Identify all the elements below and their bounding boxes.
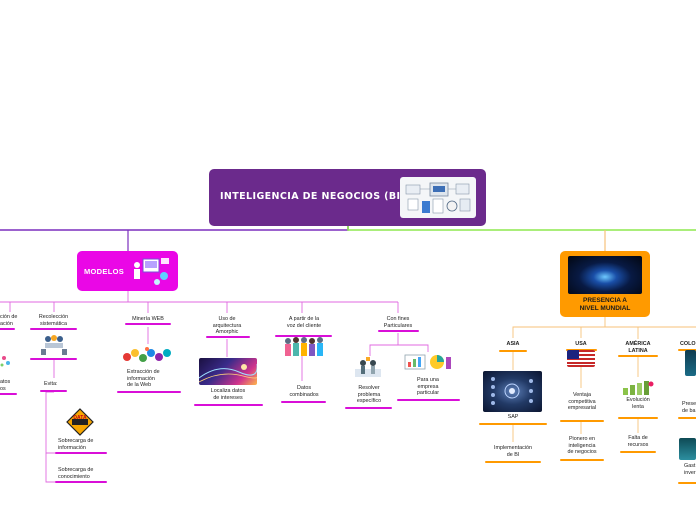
pionero-node[interactable]: Pionero en inteligencia de negocios [567, 436, 597, 456]
sap-node[interactable]: SAP [507, 414, 519, 420]
presencia-partial-node[interactable]: Prese de ba [682, 401, 696, 414]
sap-tech-icon [483, 371, 542, 412]
extraccion-node[interactable]: Extracción de información de la Web [127, 369, 160, 389]
america-latina-node[interactable]: AMÉRICA LATINA [625, 341, 651, 354]
growth-people-icon [621, 379, 655, 396]
voz-cliente-node[interactable]: A partir de la voz del cliente [286, 316, 322, 329]
colombia-node-partial[interactable]: COLO [680, 341, 696, 347]
usa-flag-icon [567, 350, 595, 367]
arquitectura-node[interactable]: Uso de arquitectura Amorphic [212, 316, 242, 336]
presencia-node[interactable]: PRESENCIA A NIVEL MUNDIAL [560, 251, 650, 317]
mineria-web-node[interactable]: Minería WEB [132, 316, 164, 322]
company-charts-icon [403, 352, 453, 374]
falta-recursos-node[interactable]: Falta de recursos [627, 435, 649, 448]
asia-node[interactable]: ASIA [506, 341, 520, 347]
team-meeting-icon [38, 333, 70, 356]
gasto-partial-node[interactable]: Gast inver [684, 463, 696, 476]
partial-image-icon [685, 350, 696, 376]
web-gears-icon [121, 345, 175, 365]
presencia-title: PRESENCIA A NIVEL MUNDIAL [579, 297, 631, 312]
data-badge-text: DATA [73, 415, 87, 421]
root-title: INTELIGENCIA DE NEGOCIOS (BI) [220, 191, 406, 202]
implementacion-bi-node[interactable]: Implementación de BI [493, 445, 533, 458]
evita-node[interactable]: Evita: [44, 381, 58, 387]
usa-node[interactable]: USA [575, 341, 587, 347]
fines-particulares-node[interactable]: Con fines Particulares [383, 316, 413, 329]
ventaja-competitiva-node[interactable]: Ventaja competitiva empresarial [567, 392, 597, 412]
recoleccion-node[interactable]: Recolección sistemática [38, 314, 69, 327]
resolver-problema-node[interactable]: Resolver problema específico [356, 385, 382, 405]
crowd-people-icon [282, 334, 326, 358]
partial-network-icon [0, 354, 12, 368]
analytics-dashboard-icon [400, 177, 476, 218]
data-model-icon [131, 254, 173, 288]
data-overload-warning-icon: DATA [66, 408, 94, 436]
problem-solving-icon [353, 355, 383, 381]
modelos-child-partial[interactable]: ción de ación [0, 314, 18, 327]
data-stream-icon [199, 358, 257, 385]
evolucion-lenta-node[interactable]: Evolución lenta [626, 397, 650, 410]
localiza-datos-node[interactable]: Localiza datos de intereses [210, 388, 246, 401]
partial-image-icon-2 [679, 438, 696, 460]
globe-network-icon [568, 256, 642, 294]
datos-combinados-node[interactable]: Datos combinados [289, 385, 319, 398]
empresa-particular-node[interactable]: Para una empresa particular [416, 377, 440, 397]
sobrecarga-informacion-node[interactable]: Sobrecarga de información [58, 438, 94, 451]
modelos-node[interactable]: MODELOS [77, 251, 178, 291]
modelos-title: MODELOS [84, 267, 125, 276]
modelos-child-partial-2[interactable]: atos os [0, 379, 11, 392]
sobrecarga-conocimiento-node[interactable]: Sobrecarga de conocimiento [58, 467, 94, 480]
root-node[interactable]: INTELIGENCIA DE NEGOCIOS (BI) [209, 169, 486, 226]
